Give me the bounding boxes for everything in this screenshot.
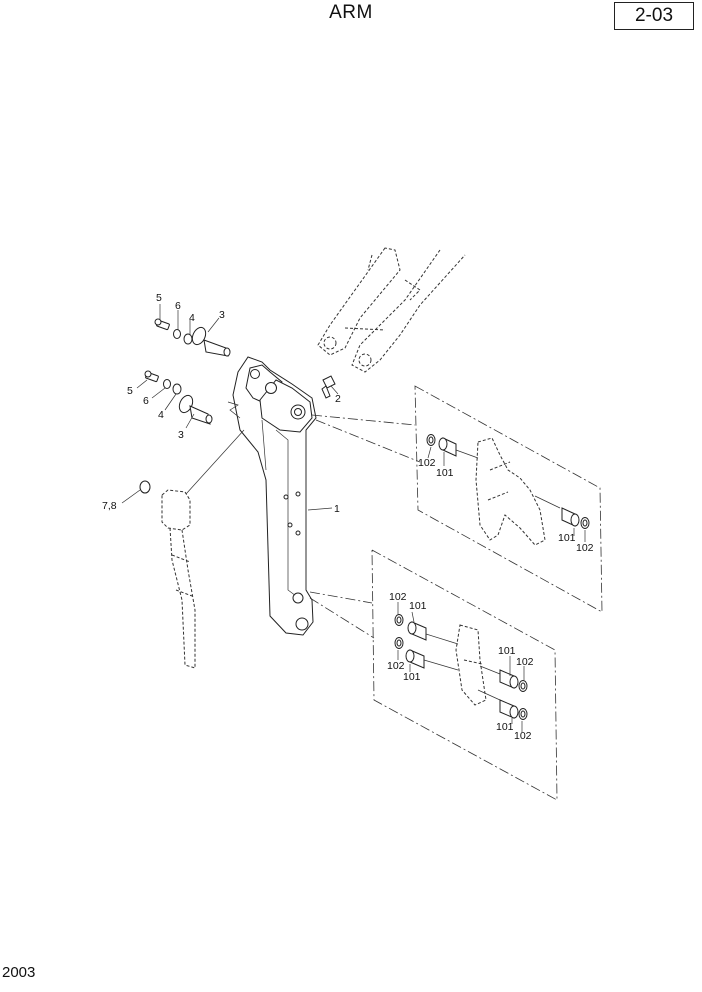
pin-3-upper [191,326,231,357]
callout-3-upper: 3 [219,309,225,321]
callout-6-upper: 6 [175,300,181,312]
page-title: ARM [329,2,373,23]
callout-labels: 1 2 5 6 4 3 5 6 4 3 7,8 102 101 101 102 … [102,292,594,742]
callout-6-lower: 6 [143,395,149,407]
upper-pin-group [154,318,231,357]
pin-3-lower [178,394,213,425]
lower-pin-group [144,370,213,425]
callout-102-lower-a: 102 [389,591,407,603]
callout-101-lower-b: 101 [403,671,421,683]
bushing-101-ld [499,699,519,719]
washer-6-upper [173,329,181,339]
callout-7-8: 7,8 [102,500,117,512]
callout-102-lower-c: 102 [516,656,534,668]
bolt-5-upper [154,318,170,331]
callout-5-upper: 5 [156,292,162,304]
callout-101-lower-a: 101 [409,600,427,612]
footer-code: 2003 [2,964,36,981]
callout-102-upper-a: 102 [418,457,436,469]
callout-101-upper-a: 101 [436,467,454,479]
ghost-boom [317,247,466,373]
ring-4-upper [183,333,193,345]
grease-fitting-2 [321,375,336,399]
callout-4-upper: 4 [189,312,195,324]
linkage-lines [185,401,245,495]
callout-102-lower-b: 102 [387,660,405,672]
ghost-bucket-cylinder [161,489,196,669]
callout-101-upper-b: 101 [558,532,576,544]
callout-102-upper-b: 102 [576,542,594,554]
bushing-101-lb [405,649,425,669]
lower-detail-box [309,549,558,801]
bushing-101-ua [438,437,457,457]
bolt-5-lower [144,370,159,383]
callout-4-lower: 4 [158,409,164,421]
callout-5-lower: 5 [127,385,133,397]
page-number-box: 2-03 [614,2,694,30]
upper-detail-box [311,385,603,613]
callout-101-lower-c: 101 [498,645,516,657]
leader-lines [121,304,586,732]
bushing-101-la [407,621,427,641]
callout-102-lower-d: 102 [514,730,532,742]
bushing-101-ub [561,507,580,527]
callout-101-lower-d: 101 [496,721,514,733]
arm-body [232,356,317,636]
bushing-101-lc [499,669,519,689]
callout-1: 1 [334,503,340,515]
ring-4-lower [172,383,182,395]
callout-3-lower: 3 [178,429,184,441]
washer-6-lower [163,379,171,389]
part-7-8 [139,480,151,494]
callout-2: 2 [335,393,341,405]
